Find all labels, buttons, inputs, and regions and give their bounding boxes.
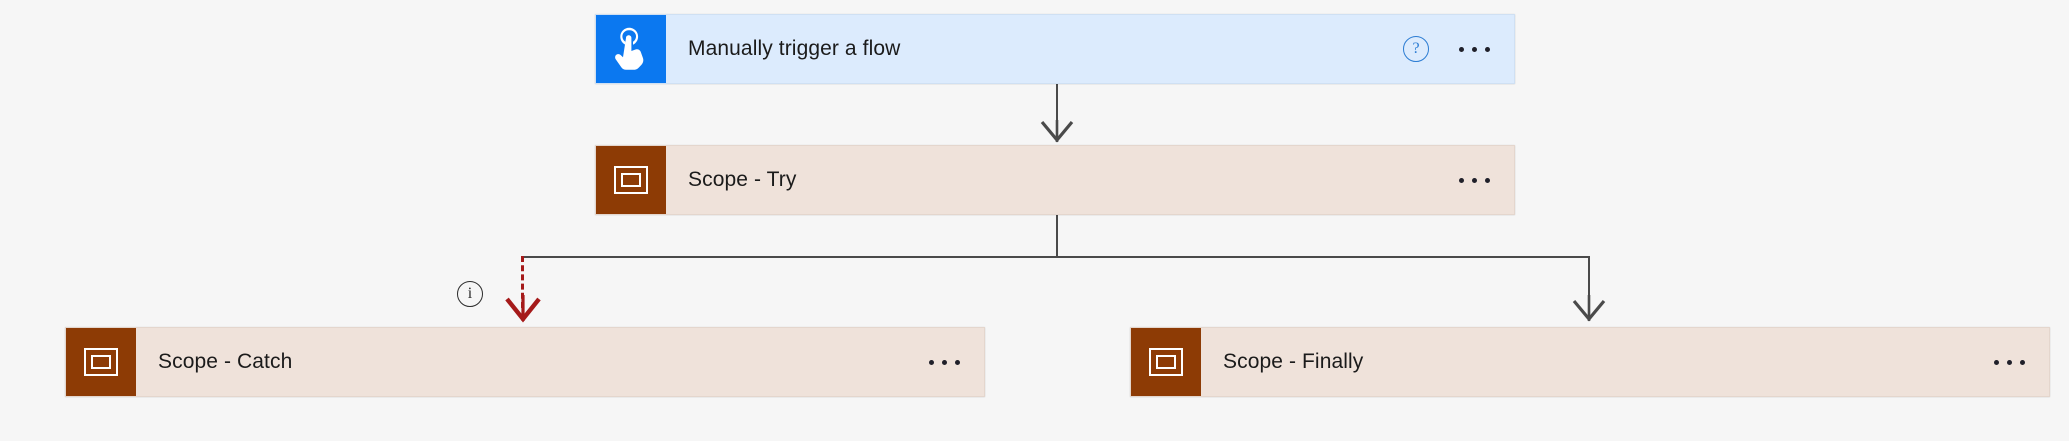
ellipsis-dot: [1994, 359, 1999, 365]
card-actions: ?: [1403, 15, 1514, 83]
more-commands-icon[interactable]: [1457, 167, 1492, 193]
flow-node-scope-catch[interactable]: Scope - Catch: [65, 327, 985, 397]
flow-node-scope-try[interactable]: Scope - Try: [595, 145, 1515, 215]
more-commands-icon[interactable]: [927, 349, 962, 375]
card-actions: [1992, 328, 2049, 396]
help-icon[interactable]: ?: [1403, 36, 1429, 62]
flow-node-manually-trigger-a-flow[interactable]: Manually trigger a flow ?: [595, 14, 1515, 84]
scope-icon: [596, 146, 666, 214]
flow-node-title: Scope - Finally: [1223, 350, 1364, 373]
scope-icon: [66, 328, 136, 396]
scope-icon: [1131, 328, 1201, 396]
scope-glyph: [614, 166, 648, 194]
connector-try-to-finally-line: [1588, 256, 1590, 308]
scope-glyph: [84, 348, 118, 376]
ellipsis-dot: [942, 359, 947, 365]
ellipsis-dot: [1459, 46, 1464, 52]
more-commands-icon[interactable]: [1457, 36, 1492, 62]
ellipsis-dot: [1485, 177, 1490, 183]
ellipsis-dot: [2020, 359, 2025, 365]
ellipsis-dot: [1472, 177, 1477, 183]
tap-hand-icon: [596, 15, 666, 83]
connector-branch-bus: [522, 256, 1590, 258]
ellipsis-dot: [1472, 46, 1477, 52]
connector-try-stem: [1056, 215, 1058, 258]
card-actions: [1457, 146, 1514, 214]
run-after-info-icon[interactable]: i: [457, 281, 483, 307]
flow-node-scope-finally[interactable]: Scope - Finally: [1130, 327, 2050, 397]
ellipsis-dot: [929, 359, 934, 365]
connector-try-to-catch-dashed-line: [521, 256, 524, 308]
card-actions: [927, 328, 984, 396]
flow-node-title: Scope - Try: [688, 168, 797, 191]
connector-trigger-to-try-line: [1056, 84, 1058, 127]
flow-node-title: Scope - Catch: [158, 350, 293, 373]
flow-node-title: Manually trigger a flow: [688, 37, 901, 60]
more-commands-icon[interactable]: [1992, 349, 2027, 375]
scope-glyph: [1149, 348, 1183, 376]
ellipsis-dot: [1485, 46, 1490, 52]
ellipsis-dot: [955, 359, 960, 365]
ellipsis-dot: [2007, 359, 2012, 365]
ellipsis-dot: [1459, 177, 1464, 183]
